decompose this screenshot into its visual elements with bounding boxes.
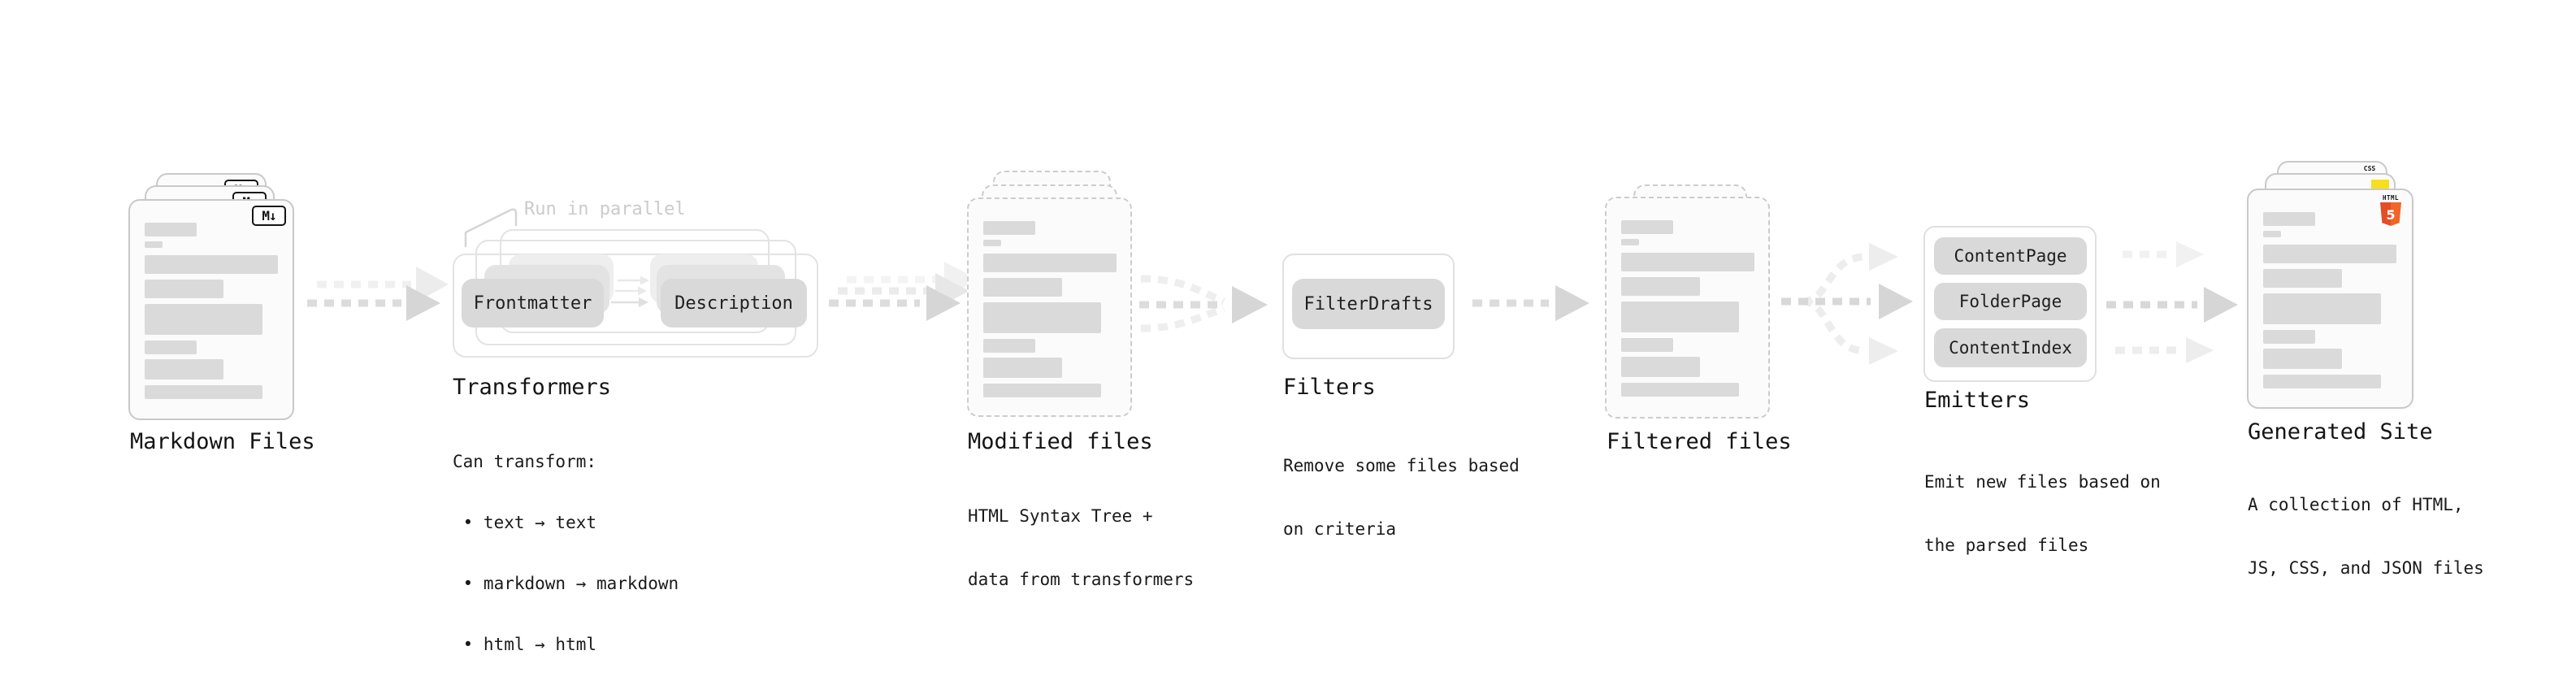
placeholder-bar — [2263, 231, 2281, 237]
transformer-frontmatter: Frontmatter — [462, 279, 604, 327]
placeholder-bar — [983, 240, 1001, 246]
html5-icon: HTML 5 — [2380, 194, 2401, 226]
transformer-description: Description — [661, 279, 807, 327]
placeholder-bar — [1621, 383, 1739, 397]
emitter-contentpage: ContentPage — [1934, 237, 2087, 275]
desc-line: A collection of HTML, — [2248, 495, 2464, 514]
placeholder-bar — [1621, 220, 1673, 234]
modified-files-description: HTML Syntax Tree + data from transformer… — [968, 463, 1194, 632]
stage-title-modified-files: Modified files — [968, 429, 1153, 454]
transformer-box-front — [453, 254, 818, 358]
stage-title-generated-site: Generated Site — [2248, 419, 2433, 445]
desc-line: Remove some files based — [1283, 456, 1520, 475]
placeholder-bar — [983, 358, 1062, 378]
placeholder-bar — [2263, 269, 2342, 288]
placeholder-bar — [983, 221, 1035, 235]
transformers-description: Can transform: • text → text • markdown … — [453, 411, 679, 681]
generated-site-description: A collection of HTML, JS, CSS, and JSON … — [2248, 452, 2484, 621]
arrow-markdown-to-transformers — [307, 267, 449, 321]
placeholder-bar — [145, 340, 197, 354]
placeholder-bar — [2263, 375, 2381, 388]
markdown-icon: M↓ — [252, 206, 286, 226]
arrow-filtered-to-emitters-fanout — [1781, 243, 1913, 365]
css-icon-label: CSS — [2363, 165, 2376, 172]
placeholder-bar — [145, 223, 197, 236]
stage-title-markdown-files: Markdown Files — [130, 429, 315, 454]
desc-line: • html → html — [453, 635, 597, 654]
desc-line: JS, CSS, and JSON files — [2248, 558, 2484, 578]
arrow-filters-to-filtered — [1472, 285, 1589, 321]
placeholder-bar — [145, 385, 262, 399]
placeholder-bar — [1621, 277, 1700, 296]
desc-line: on criteria — [1283, 519, 1397, 539]
stage-title-filters: Filters — [1283, 375, 1376, 400]
placeholder-bar — [1621, 253, 1754, 271]
placeholder-bar — [2263, 245, 2396, 263]
desc-line: the parsed files — [1924, 536, 2089, 555]
desc-line: data from transformers — [968, 570, 1195, 589]
placeholder-bar — [145, 241, 163, 248]
placeholder-bar — [983, 302, 1101, 333]
emitter-folderpage: FolderPage — [1934, 283, 2087, 320]
stage-title-emitters: Emitters — [1924, 388, 2031, 413]
placeholder-bar — [983, 384, 1101, 397]
js-icon — [2371, 180, 2389, 189]
placeholder-bar — [1621, 301, 1739, 332]
desc-line: • text → text — [453, 513, 597, 532]
placeholder-bar — [1621, 338, 1673, 352]
modified-file-card-front — [967, 197, 1132, 417]
emitters-description: Emit new files based on the parsed files — [1924, 429, 2161, 598]
markdown-file-card-front: M↓ — [128, 199, 294, 420]
placeholder-bar — [2263, 293, 2381, 324]
arrow-emitters-to-site — [2106, 241, 2238, 363]
desc-line: Can transform: — [453, 452, 597, 471]
placeholder-bar — [1621, 239, 1639, 245]
placeholder-bar — [983, 278, 1062, 297]
placeholder-bar — [983, 254, 1117, 272]
filtered-file-card-front — [1605, 197, 1770, 419]
placeholder-bar — [145, 359, 223, 380]
desc-line: Emit new files based on — [1924, 472, 2161, 492]
arrow-modified-to-filters-merge — [1139, 275, 1268, 332]
placeholder-bar — [2263, 349, 2342, 369]
run-in-parallel-label: Run in parallel — [524, 199, 686, 219]
placeholder-bar — [983, 339, 1035, 353]
html5-icon-number: 5 — [2386, 206, 2396, 223]
placeholder-bar — [145, 280, 223, 298]
placeholder-bar — [2263, 212, 2315, 226]
emitter-contentindex: ContentIndex — [1934, 328, 2087, 367]
desc-line: HTML Syntax Tree + — [968, 506, 1153, 526]
filter-filterdrafts: FilterDrafts — [1292, 279, 1445, 329]
filters-description: Remove some files based on criteria — [1283, 413, 1520, 582]
arrow-transformers-to-modified — [829, 262, 978, 321]
placeholder-bar — [145, 304, 262, 335]
html5-icon-label: HTML — [2382, 194, 2400, 202]
site-file-card-html: HTML 5 — [2247, 189, 2413, 409]
stage-title-filtered-files: Filtered files — [1607, 429, 1792, 454]
placeholder-bar — [145, 255, 278, 274]
placeholder-bar — [1621, 357, 1700, 377]
html5-icon-shield: 5 — [2380, 202, 2401, 226]
stage-title-transformers: Transformers — [453, 375, 612, 400]
desc-line: • markdown → markdown — [453, 574, 679, 593]
placeholder-bar — [2263, 330, 2315, 344]
